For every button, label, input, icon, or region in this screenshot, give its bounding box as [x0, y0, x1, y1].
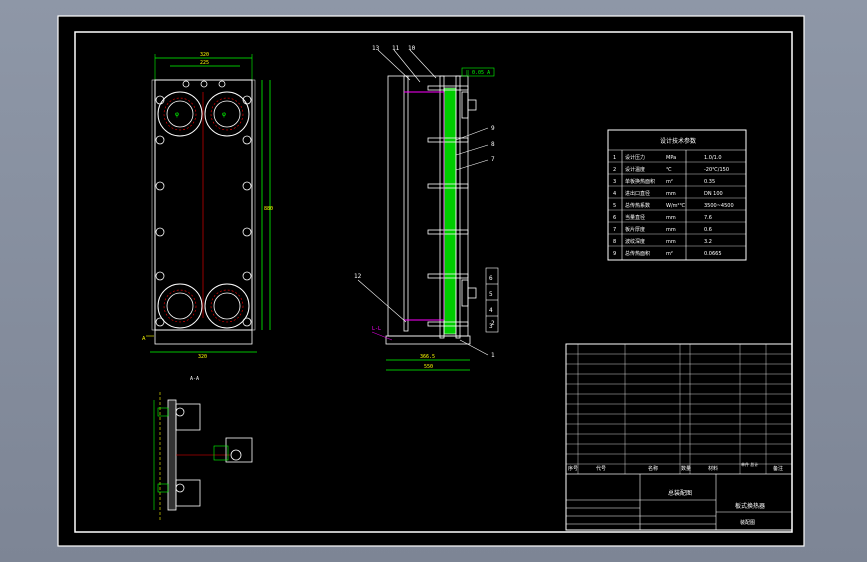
balloon-8: 8	[491, 141, 495, 148]
param-unit: MPa	[666, 155, 676, 161]
svg-text:880: 880	[264, 206, 273, 212]
param-no: 9	[613, 251, 616, 257]
param-no: 4	[613, 191, 616, 197]
param-value: 0.35	[704, 179, 715, 185]
param-value: 0.6	[704, 227, 712, 233]
param-no: 1	[613, 155, 616, 161]
balloon-2: 2	[491, 320, 495, 327]
balloon-7: 7	[491, 156, 495, 163]
balloon-1: 1	[491, 352, 495, 359]
param-value: 7.6	[704, 215, 712, 221]
param-name: 波纹深度	[625, 238, 645, 245]
balloon-10: 10	[408, 45, 416, 52]
parts-header-remark: 备注	[773, 465, 783, 472]
svg-text:550: 550	[424, 364, 433, 370]
param-name: 板片厚度	[625, 226, 645, 233]
tech-params-table: 设计技术参数	[607, 129, 747, 261]
param-unit: mm	[666, 239, 676, 245]
section-label-a: A-A	[190, 376, 199, 382]
title-product: 板式换热器	[735, 502, 765, 510]
param-value: DN 100	[704, 191, 723, 197]
param-name: 设计温度	[625, 166, 645, 173]
balloon-3: 3	[489, 323, 493, 330]
param-value: 1.0/1.0	[704, 155, 722, 161]
svg-text:φ: φ	[222, 111, 226, 118]
param-unit: m²	[666, 251, 673, 257]
svg-text:366.5: 366.5	[420, 354, 435, 360]
svg-text:320: 320	[198, 354, 207, 360]
outer-frame	[57, 15, 805, 547]
param-unit: mm	[666, 191, 676, 197]
detail-view: A-A	[153, 376, 253, 520]
param-no: 5	[613, 203, 616, 209]
parts-header-weight: 单件 总计	[741, 461, 758, 467]
balloon-13: 13	[372, 45, 380, 52]
param-unit: ℃	[666, 167, 672, 173]
svg-text:φ: φ	[175, 111, 179, 118]
balloon-12: 12	[354, 273, 362, 280]
balloon-9: 9	[491, 125, 495, 132]
param-value: 3500~4500	[704, 203, 734, 209]
parts-header-material: 材料	[708, 465, 718, 472]
param-no: 8	[613, 239, 616, 245]
param-value: 3.2	[704, 239, 712, 245]
balloon-6: 6	[489, 275, 493, 282]
param-unit: mm	[666, 215, 676, 221]
paper-background	[58, 16, 804, 546]
inner-frame	[74, 31, 793, 533]
param-unit: m²	[666, 179, 673, 185]
param-no: 7	[613, 227, 616, 233]
param-unit: W/m²℃	[666, 203, 686, 209]
title-drawing-no: 装配图	[740, 519, 755, 526]
parts-header-no: 序号	[568, 465, 578, 472]
parts-header-name: 名称	[648, 465, 658, 472]
parts-header-code: 代号	[596, 465, 606, 472]
param-name: 进出口直径	[625, 190, 650, 197]
front-view: 320 225 φ φ	[142, 52, 273, 360]
param-value: 0.0665	[704, 251, 722, 257]
svg-text:225: 225	[200, 60, 209, 66]
balloon-5: 5	[489, 291, 493, 298]
balloon-11: 11	[392, 45, 400, 52]
balloon-4: 4	[489, 307, 493, 314]
parts-list: 序号 代号 名称 数量 材料 单件 总计 备注 总装配图 板式换热器 装配图	[565, 343, 793, 531]
param-no: 3	[613, 179, 616, 185]
param-value: -20℃/150	[704, 167, 729, 173]
title-company: 总装配图	[668, 489, 692, 497]
param-name: 设计压力	[625, 154, 645, 161]
param-name: 当量直径	[625, 214, 645, 221]
side-view: 366.5 550 ‖ 0.05 A	[357, 49, 499, 371]
param-no: 2	[613, 167, 616, 173]
svg-text:A: A	[142, 336, 146, 342]
tech-table-title: 设计技术参数	[660, 137, 696, 145]
param-name: 单板换热面积	[625, 178, 655, 185]
param-no: 6	[613, 215, 616, 221]
param-name: 总传热面积	[625, 250, 650, 257]
section-label-b: L-L	[372, 326, 381, 332]
parts-header-qty: 数量	[681, 465, 691, 472]
svg-text:‖ 0.05 A: ‖ 0.05 A	[466, 70, 490, 76]
param-name: 总传热系数	[625, 202, 650, 209]
svg-text:320: 320	[200, 52, 209, 58]
param-unit: mm	[666, 227, 676, 233]
